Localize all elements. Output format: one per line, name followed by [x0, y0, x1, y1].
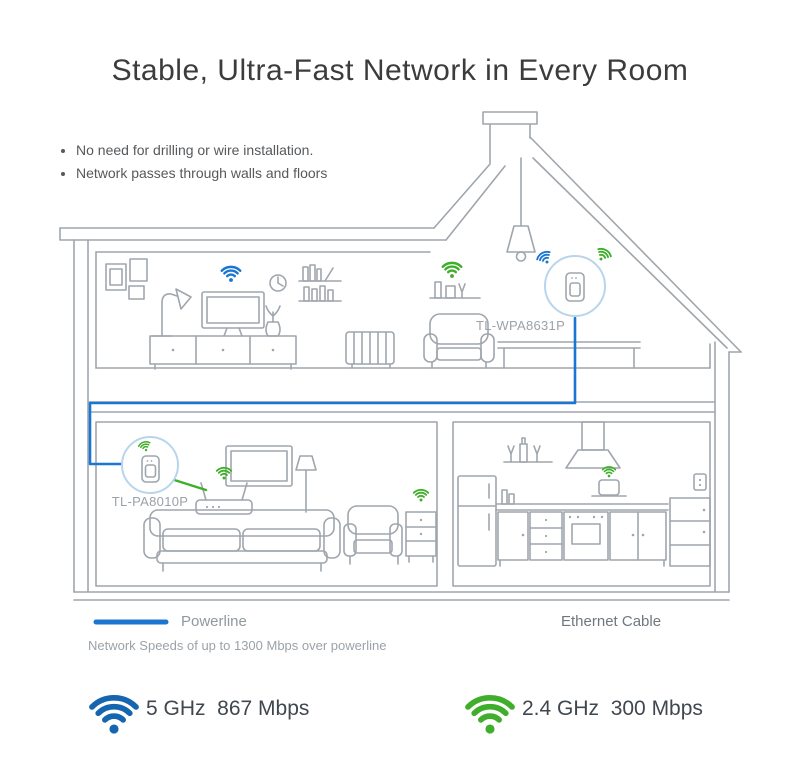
bullet-item: No need for drilling or wire installatio… [76, 142, 327, 158]
powerline-cable [88, 316, 577, 466]
bullet-item: Network passes through walls and floors [76, 165, 327, 181]
wifi-24ghz-icon-gable [441, 261, 463, 280]
ethernet-legend-label: Ethernet Cable [561, 613, 662, 630]
wifi-24ghz-band-icon [468, 698, 512, 734]
powerline-note: Network Speeds of up to 1300 Mbps over p… [88, 638, 387, 653]
living-room-furniture [143, 445, 437, 572]
tv-upstairs [201, 291, 265, 337]
console-table [497, 341, 641, 369]
wifi-24ghz-icon-adapter [593, 245, 614, 265]
wifi-5ghz-band-icon [92, 698, 136, 734]
kitchen-furniture [457, 421, 711, 567]
floor-lamp [295, 455, 317, 513]
wifi-icon-router [215, 466, 233, 481]
armchair-downstairs [343, 505, 403, 565]
radiator [345, 331, 395, 369]
wifi-5ghz-icon-adapter [534, 248, 555, 268]
wall-shelves [298, 264, 342, 302]
powerline-legend-label: Powerline [181, 613, 247, 630]
chimney [482, 111, 538, 164]
kitchen-counter [495, 489, 669, 567]
range-hood [565, 421, 621, 469]
wall-outlet [693, 473, 707, 491]
sideboard [149, 335, 297, 370]
kitchen-adapter-shelf [591, 479, 627, 497]
speed-5ghz-label: 5 GHz 867 Mbps [146, 697, 310, 720]
armchair-upstairs [423, 313, 495, 369]
wifi-router [195, 482, 253, 515]
upstairs-adapter [544, 255, 606, 317]
wifi-5ghz-icon-tv [220, 265, 242, 284]
pendant-lamp [506, 157, 536, 262]
wall-clock [269, 274, 287, 292]
picture-frames [105, 258, 148, 300]
page-title: Stable, Ultra-Fast Network in Every Room [111, 54, 689, 87]
feature-bullets: No need for drilling or wire installatio… [58, 142, 327, 188]
gable-shelf [429, 281, 481, 299]
fridge [457, 475, 497, 567]
tall-cabinet [669, 497, 711, 567]
upstairs-device-label: TL-WPA8631P [476, 318, 566, 333]
plant [265, 305, 281, 337]
glass-shelf [503, 437, 553, 463]
sofa [143, 509, 341, 572]
speed-24ghz-label: 2.4 GHz 300 Mbps [522, 697, 703, 720]
wifi-icon-drawer-unit [412, 488, 430, 503]
drawer-unit [405, 511, 437, 563]
upper-floor-furniture [105, 157, 641, 370]
downstairs-device-label: TL-PA8010P [111, 494, 189, 509]
desk-lamp [151, 288, 192, 337]
tv-downstairs [225, 445, 293, 487]
downstairs-adapter [121, 436, 179, 494]
